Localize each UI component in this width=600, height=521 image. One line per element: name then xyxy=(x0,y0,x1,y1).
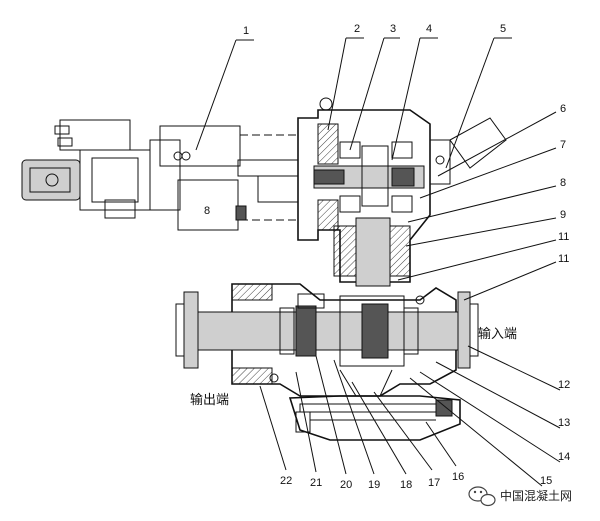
callout-18: 18 xyxy=(400,479,412,491)
block-mark: 8 xyxy=(204,205,210,217)
bottom-oil-pump xyxy=(288,395,461,441)
callout-9: 9 xyxy=(560,209,566,221)
upper-gearbox-housing xyxy=(297,97,507,287)
callout-20: 20 xyxy=(340,479,352,491)
callout-13: 13 xyxy=(558,417,570,429)
leader-lines xyxy=(195,37,561,487)
callout-17: 17 xyxy=(428,477,440,489)
callout-19: 19 xyxy=(368,479,380,491)
callout-4: 4 xyxy=(426,23,432,35)
watermark: 中国混凝土网 xyxy=(468,486,572,507)
callout-11b: 11 xyxy=(558,253,569,265)
output-end-label: 输出端 xyxy=(190,392,229,408)
lower-gearbox-housing xyxy=(175,283,479,397)
callout-6: 6 xyxy=(560,103,566,115)
callout-15: 15 xyxy=(540,475,552,487)
callout-2: 2 xyxy=(354,23,360,35)
callout-11a: 11 xyxy=(558,231,569,243)
watermark-text: 中国混凝土网 xyxy=(500,488,572,503)
callout-8: 8 xyxy=(560,177,566,189)
callout-numbers: 1 2 3 4 5 6 7 8 9 11 11 12 13 14 15 22 2… xyxy=(243,23,570,491)
callout-21: 21 xyxy=(310,477,322,489)
callout-3: 3 xyxy=(390,23,396,35)
callout-7: 7 xyxy=(560,139,566,151)
callout-1: 1 xyxy=(243,25,249,37)
input-end-label: 输入端 xyxy=(478,326,517,342)
callout-12: 12 xyxy=(558,379,570,391)
callout-5: 5 xyxy=(500,23,506,35)
hydraulic-pump-assembly: 8 xyxy=(21,119,300,231)
callout-16: 16 xyxy=(452,471,464,483)
callout-22: 22 xyxy=(280,475,292,487)
callout-14: 14 xyxy=(558,451,570,463)
wechat-logo-icon xyxy=(468,486,496,507)
